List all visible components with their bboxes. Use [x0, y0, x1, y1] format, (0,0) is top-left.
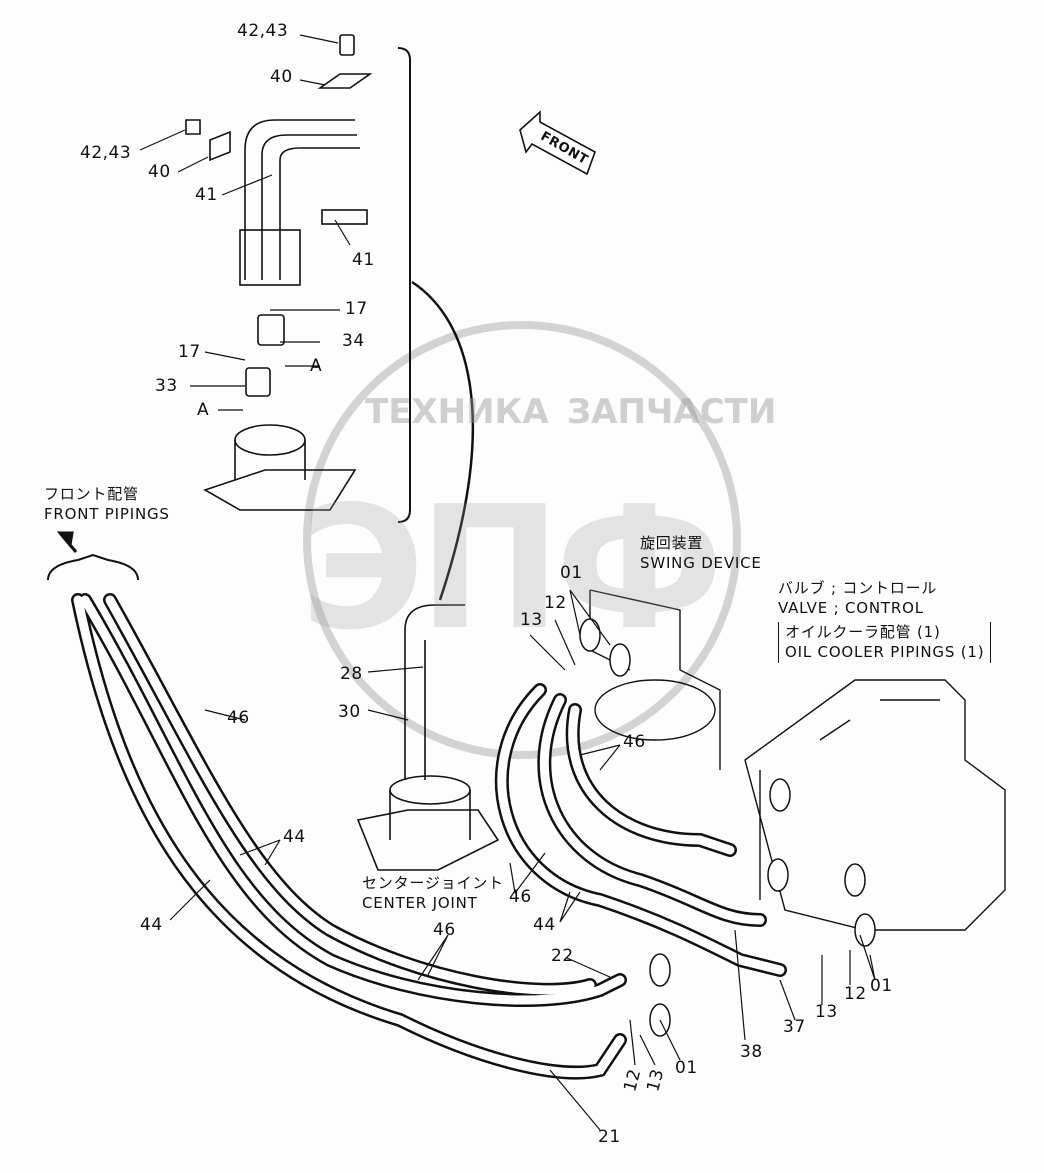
watermark-text-top: ТЕХНИКА [365, 392, 549, 432]
swing-device-en: SWING DEVICE [640, 554, 762, 573]
part-number: 42,43 [80, 143, 132, 163]
control-valve [744, 679, 1006, 931]
connector-line [411, 280, 475, 601]
center-joint [356, 604, 500, 871]
watermark-logo: ЭПФ [300, 470, 724, 668]
center-joint-jp: センタージョイント [362, 874, 504, 892]
part-number: 34 [342, 331, 365, 351]
valve-jp: バルブ ; コントロール [778, 579, 938, 597]
part-number: 01 [675, 1058, 698, 1078]
part-number: 01 [870, 976, 893, 996]
front-pipings-label: フロント配管 FRONT PIPINGS [44, 484, 170, 525]
part-number: 46 [509, 887, 532, 907]
part-number: 46 [623, 732, 646, 752]
watermark-text-bottom: ЗАПЧАСТИ [567, 392, 777, 432]
oil-cooler-pipings-label: オイルクーラ配管 (1) OIL COOLER PIPINGS (1) [778, 622, 992, 663]
part-number: 13 [520, 610, 543, 630]
swing-device-jp: 旋回装置 [640, 534, 704, 552]
hose-cores [73, 595, 785, 1077]
part-number: 21 [598, 1127, 621, 1147]
part-number: 33 [155, 376, 178, 396]
flanges [579, 618, 876, 1037]
part-number: 01 [560, 563, 583, 583]
part-number: 13 [815, 1002, 838, 1022]
part-number: 17 [345, 299, 368, 319]
oil-cooler-en: OIL COOLER PIPINGS (1) [785, 643, 985, 662]
part-number: 46 [227, 708, 250, 728]
center-joint-en: CENTER JOINT [362, 894, 478, 913]
part-number: 40 [148, 162, 171, 182]
part-number: 42,43 [237, 21, 289, 41]
valve-en: VALVE ; CONTROL [778, 599, 924, 618]
group-bracket [397, 47, 411, 523]
part-number: A [310, 356, 323, 376]
front-pipings-jp: フロント配管 [44, 485, 139, 503]
part-number: 44 [283, 827, 306, 847]
front-pipings-direction-arrow [56, 531, 78, 553]
oil-cooler-jp: オイルクーラ配管 (1) [785, 623, 941, 641]
part-number: 22 [551, 946, 574, 966]
part-number: 44 [140, 915, 163, 935]
part-number: 38 [740, 1042, 763, 1062]
watermark-logo-shape [303, 321, 741, 759]
top-swivel-assembly [185, 34, 373, 511]
part-number: 44 [533, 915, 556, 935]
front-pipings-bracket [47, 553, 139, 581]
part-number: 28 [340, 664, 363, 684]
part-number: A [197, 400, 210, 420]
part-number: 12 [544, 593, 567, 613]
part-number: 37 [783, 1017, 806, 1037]
front-arrow [519, 110, 596, 176]
part-number: 30 [338, 702, 361, 722]
part-number: 12 [844, 984, 867, 1004]
valve-control-label: バルブ ; コントロール VALVE ; CONTROL [778, 578, 937, 619]
part-number: 41 [195, 185, 218, 205]
part-number: 46 [433, 920, 456, 940]
part-number: 17 [178, 342, 201, 362]
leader-lines [139, 34, 876, 1131]
swing-device-label: 旋回装置 SWING DEVICE [640, 533, 762, 574]
front-pipings-en: FRONT PIPINGS [44, 505, 170, 524]
part-number: 40 [270, 67, 293, 87]
center-joint-label: センタージョイント CENTER JOINT [362, 873, 504, 914]
part-number: 41 [352, 250, 375, 270]
